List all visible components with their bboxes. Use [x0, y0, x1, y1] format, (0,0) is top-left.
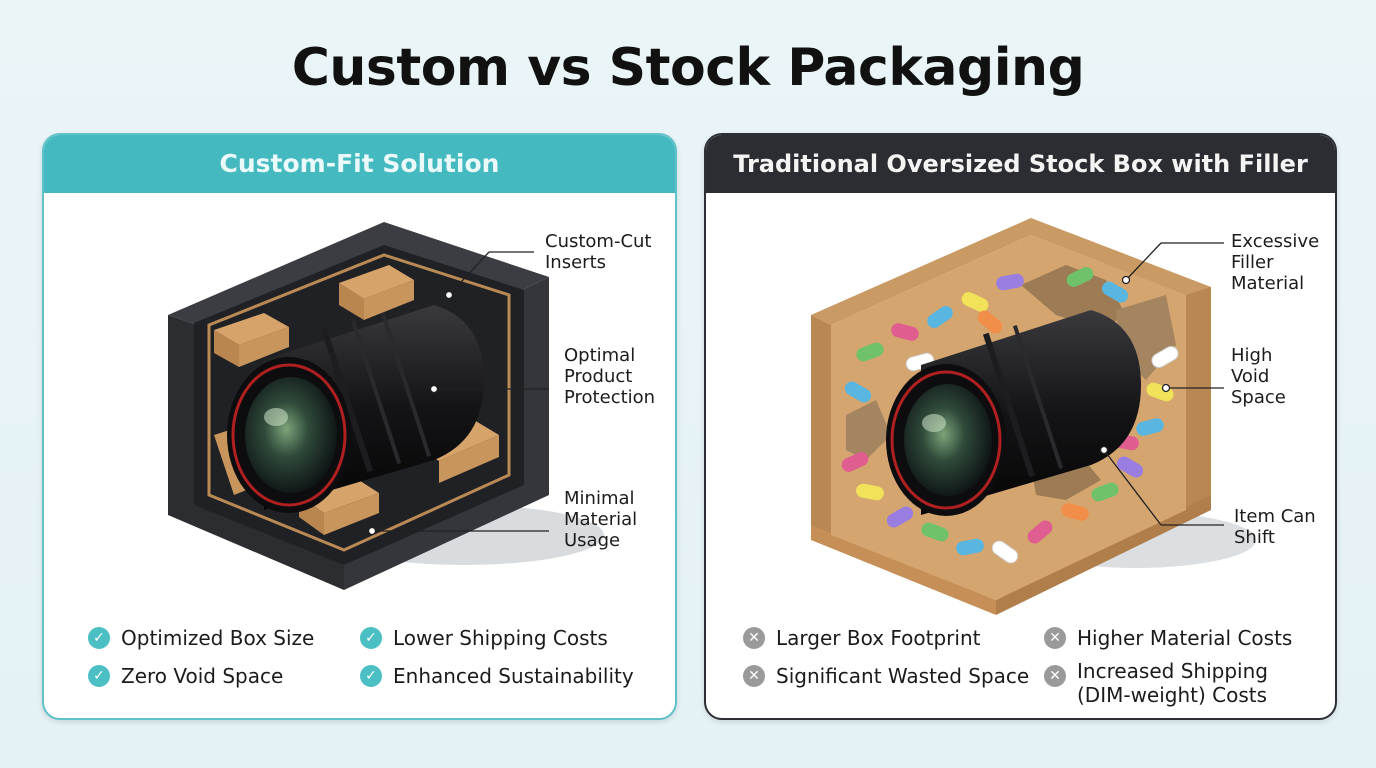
- benefit-label: Zero Void Space: [121, 664, 284, 688]
- box-right-wall: [1186, 287, 1211, 510]
- callout-custom-cut-inserts: Custom-Cut Inserts: [545, 231, 652, 273]
- box-left-wall: [811, 315, 831, 535]
- stock-box-panel: Traditional Oversized Stock Box with Fil…: [704, 133, 1337, 720]
- insert-bottom: [299, 477, 379, 513]
- callout-high-void-space: High Void Space: [1231, 345, 1286, 408]
- drawback-label: Higher Material Costs: [1077, 626, 1293, 650]
- insert-top: [339, 265, 414, 299]
- drawback-label: Increased Shipping (DIM-weight) Costs: [1077, 659, 1268, 707]
- callout-item-can-shift: Item Can Shift: [1234, 506, 1316, 548]
- benefit-item: ✓ Enhanced Sustainability: [360, 664, 634, 688]
- box-front: [811, 525, 996, 615]
- drawback-item: ✕ Higher Material Costs: [1044, 626, 1292, 650]
- benefit-item: ✓ Optimized Box Size: [88, 626, 314, 650]
- drawback-label: Significant Wasted Space: [776, 664, 1030, 688]
- page-title: Custom vs Stock Packaging: [291, 38, 1085, 98]
- check-circle-icon: ✓: [360, 627, 382, 649]
- custom-box-illustration: [168, 222, 604, 590]
- benefit-item: ✓ Lower Shipping Costs: [360, 626, 608, 650]
- callout-optimal-protection: Optimal Product Protection: [564, 345, 656, 408]
- box-back: [811, 218, 1211, 325]
- stock-box-illustration: [811, 218, 1256, 615]
- x-circle-icon: ✕: [1044, 665, 1066, 687]
- x-circle-icon: ✕: [743, 665, 765, 687]
- custom-fit-panel: Custom-Fit Solution: [42, 133, 677, 720]
- x-circle-icon: ✕: [1044, 627, 1066, 649]
- benefit-label: Optimized Box Size: [121, 626, 315, 650]
- drawback-item: ✕ Significant Wasted Space: [743, 664, 1029, 688]
- callout-minimal-material: Minimal Material Usage: [564, 488, 638, 551]
- check-circle-icon: ✓: [360, 665, 382, 687]
- benefit-label: Enhanced Sustainability: [393, 664, 634, 688]
- check-circle-icon: ✓: [88, 627, 110, 649]
- camera-lens: [227, 305, 484, 513]
- x-circle-icon: ✕: [743, 627, 765, 649]
- benefit-item: ✓ Zero Void Space: [88, 664, 283, 688]
- drawback-item: ✕ Increased Shipping (DIM-weight) Costs: [1044, 659, 1268, 707]
- drawback-item: ✕ Larger Box Footprint: [743, 626, 980, 650]
- camera-lens: [886, 310, 1141, 516]
- stock-box-header: Traditional Oversized Stock Box with Fil…: [706, 135, 1335, 193]
- check-circle-icon: ✓: [88, 665, 110, 687]
- insert-left: [214, 313, 289, 345]
- custom-fit-header: Custom-Fit Solution: [44, 135, 675, 193]
- benefit-label: Lower Shipping Costs: [393, 626, 608, 650]
- callout-excessive-filler: Excessive Filler Material: [1231, 231, 1320, 294]
- drawback-label: Larger Box Footprint: [776, 626, 981, 650]
